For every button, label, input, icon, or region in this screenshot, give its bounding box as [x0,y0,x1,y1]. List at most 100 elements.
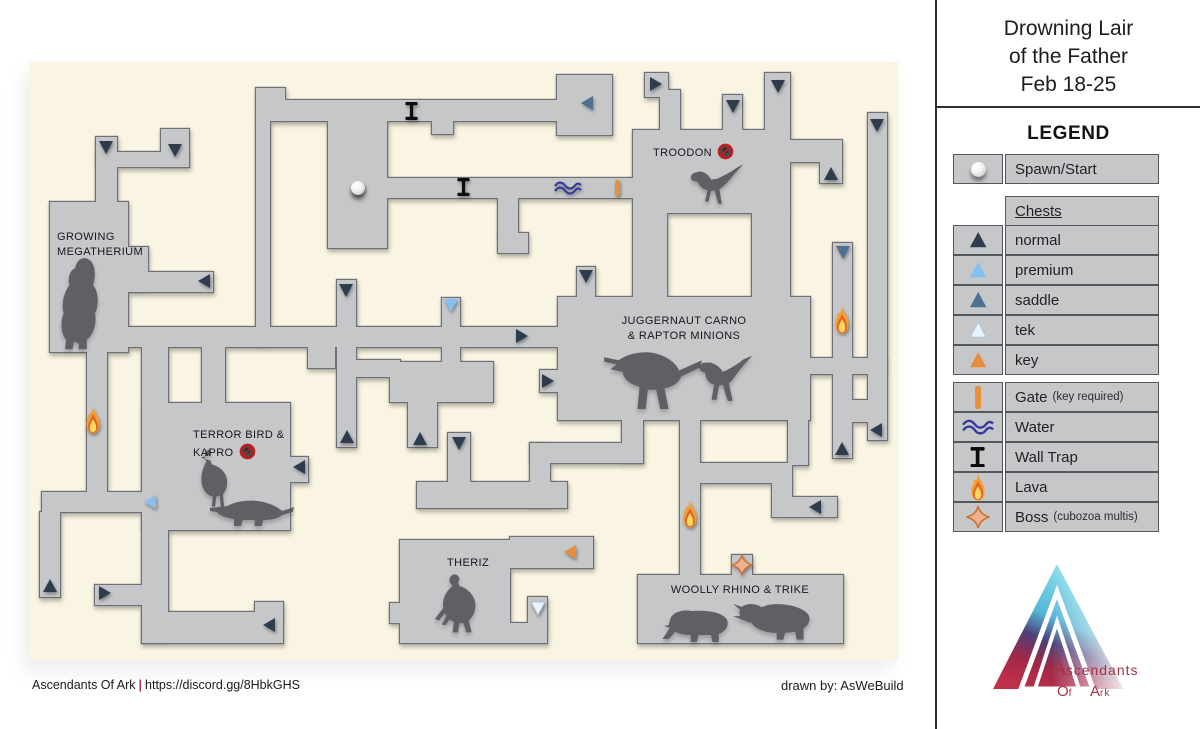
panel-divider-horizontal [937,106,1200,108]
room-label-troodon: TROODON [653,143,734,165]
boss-icon [729,554,755,576]
gate-icon [953,382,1003,412]
chest-normal-icon [649,76,663,92]
chest-normal-icon [834,441,850,456]
chest-normal-icon [953,225,1003,255]
lava-icon [84,406,102,434]
chest-normal-icon [869,422,883,438]
chest-normal-icon [412,431,428,446]
kapro-silhouette [210,480,296,530]
no-taming-icon [239,443,256,465]
logo-word-ascendants: Ascendants [1051,655,1139,680]
legend-row-chest-normal: normal [953,225,1159,255]
chest-normal-icon [339,429,355,444]
spawn-sphere-icon [953,154,1003,184]
chest-saddle-icon [953,285,1003,315]
legend-label: premium [1005,255,1159,285]
title-line-3: Feb 18-25 [1020,73,1117,96]
room-label-line: TROODON [653,143,734,165]
legend-row-chest-tek: tek [953,315,1159,345]
legend-row-wall-trap: Wall Trap [953,442,1159,472]
room-label-theriz: THERIZ [447,556,489,571]
clan-name: Ascendants Of Ark [32,678,136,692]
water-icon [554,181,582,195]
event-title: Drowning Lair of the Father Feb 18-25 [937,15,1200,99]
legend-row-boss: Boss(cubozoa multis) [953,502,1159,532]
legend-label: key [1005,345,1159,375]
room-label-line: JUGGERNAUT CARNO [621,315,747,327]
room-label-line: WOOLLY RHINO & TRIKE [670,584,810,596]
logo-word-ark: Ark [1090,683,1111,700]
rhino-silhouette [661,596,739,646]
spawn-sphere-icon [351,181,365,195]
legend-row-water: Water [953,412,1159,442]
legend-row-lava: Lava [953,472,1159,502]
lava-icon [681,500,699,528]
legend-label: normal [1005,225,1159,255]
raptor-silhouette [693,351,755,409]
chests-header-box: Chests [1005,196,1159,226]
legend-label: Gate(key required) [1005,382,1159,412]
legend-label: tek [1005,315,1159,345]
chests-header-label: Chests [1015,202,1062,220]
title-line-2: of the Father [1008,45,1129,68]
chest-saddle-icon [580,95,594,111]
clan-logo [993,564,1123,692]
room-label-growing-megatherium: GROWING MEGATHERIUM [57,230,143,260]
drawn-by: drawn by: AsWeBuild [781,678,904,693]
chest-normal-icon [578,269,594,284]
room-label-line: GROWING [57,231,115,243]
trike-silhouette [733,587,817,643]
chest-normal-icon [197,273,211,289]
legend-label: Lava [1005,472,1159,502]
chest-normal-icon [808,499,822,515]
chest-normal-icon [515,328,529,344]
chest-normal-icon [869,118,885,133]
chest-normal-icon [541,373,555,389]
room-label-line: & RAPTOR MINIONS [627,330,741,342]
chest-normal-icon [292,459,306,475]
chest-tek-icon [953,315,1003,345]
chest-normal-icon [167,143,183,158]
room-label-terror-bird-kapro: TERROR BIRD &KAPRO [193,428,284,465]
room-label-line: KAPRO [193,443,284,465]
room-label-line: MEGATHERIUM [57,246,144,258]
chest-saddle-icon [835,245,851,260]
footer-separator: | [138,678,143,692]
chest-normal-icon [338,283,354,298]
terrorbird-silhouette [186,447,242,509]
title-line-1: Drowning Lair [1003,17,1134,40]
chest-premium-icon [953,255,1003,285]
legend-label: Wall Trap [1005,442,1159,472]
troodon-silhouette [687,159,747,211]
wall-trap-icon [456,178,471,196]
map-background: GROWING MEGATHERIUM TROODON JUGGERNAUT CAR… [30,62,898,660]
lava-icon [833,306,851,334]
chest-normal-icon [262,617,276,633]
chest-tek-icon [530,601,546,616]
theriz-silhouette [424,569,492,635]
chest-normal-icon [770,79,786,94]
chest-premium-icon [143,494,157,510]
chest-normal-icon [823,166,839,181]
megatherium-silhouette [56,257,120,351]
chest-normal-icon [725,99,741,114]
legend-label: Boss(cubozoa multis) [1005,502,1159,532]
room-label-line: THERIZ [447,557,490,569]
legend-label: Spawn/Start [1005,154,1159,184]
legend-heading: LEGEND [1027,123,1110,144]
legend-row-chest-key: key [953,345,1159,375]
panel-divider-vertical [935,0,937,729]
legend-row-spawn: Spawn/Start [953,154,1159,184]
room-label-juggernaut-carno: JUGGERNAUT CARNO & RAPTOR MINIONS [622,314,747,344]
lava-icon [953,472,1003,502]
footer-credits: Ascendants Of Ark|https://discord.gg/8Hb… [32,678,300,692]
carno-silhouette [600,338,704,412]
map-overlay: GROWING MEGATHERIUM TROODON JUGGERNAUT CAR… [30,62,898,660]
boss-icon [953,502,1003,532]
chest-key-icon [953,345,1003,375]
legend-chests-header: Chests [1005,196,1159,226]
legend-row-chest-premium: premium [953,255,1159,285]
discord-link[interactable]: https://discord.gg/8HbkGHS [145,678,300,692]
